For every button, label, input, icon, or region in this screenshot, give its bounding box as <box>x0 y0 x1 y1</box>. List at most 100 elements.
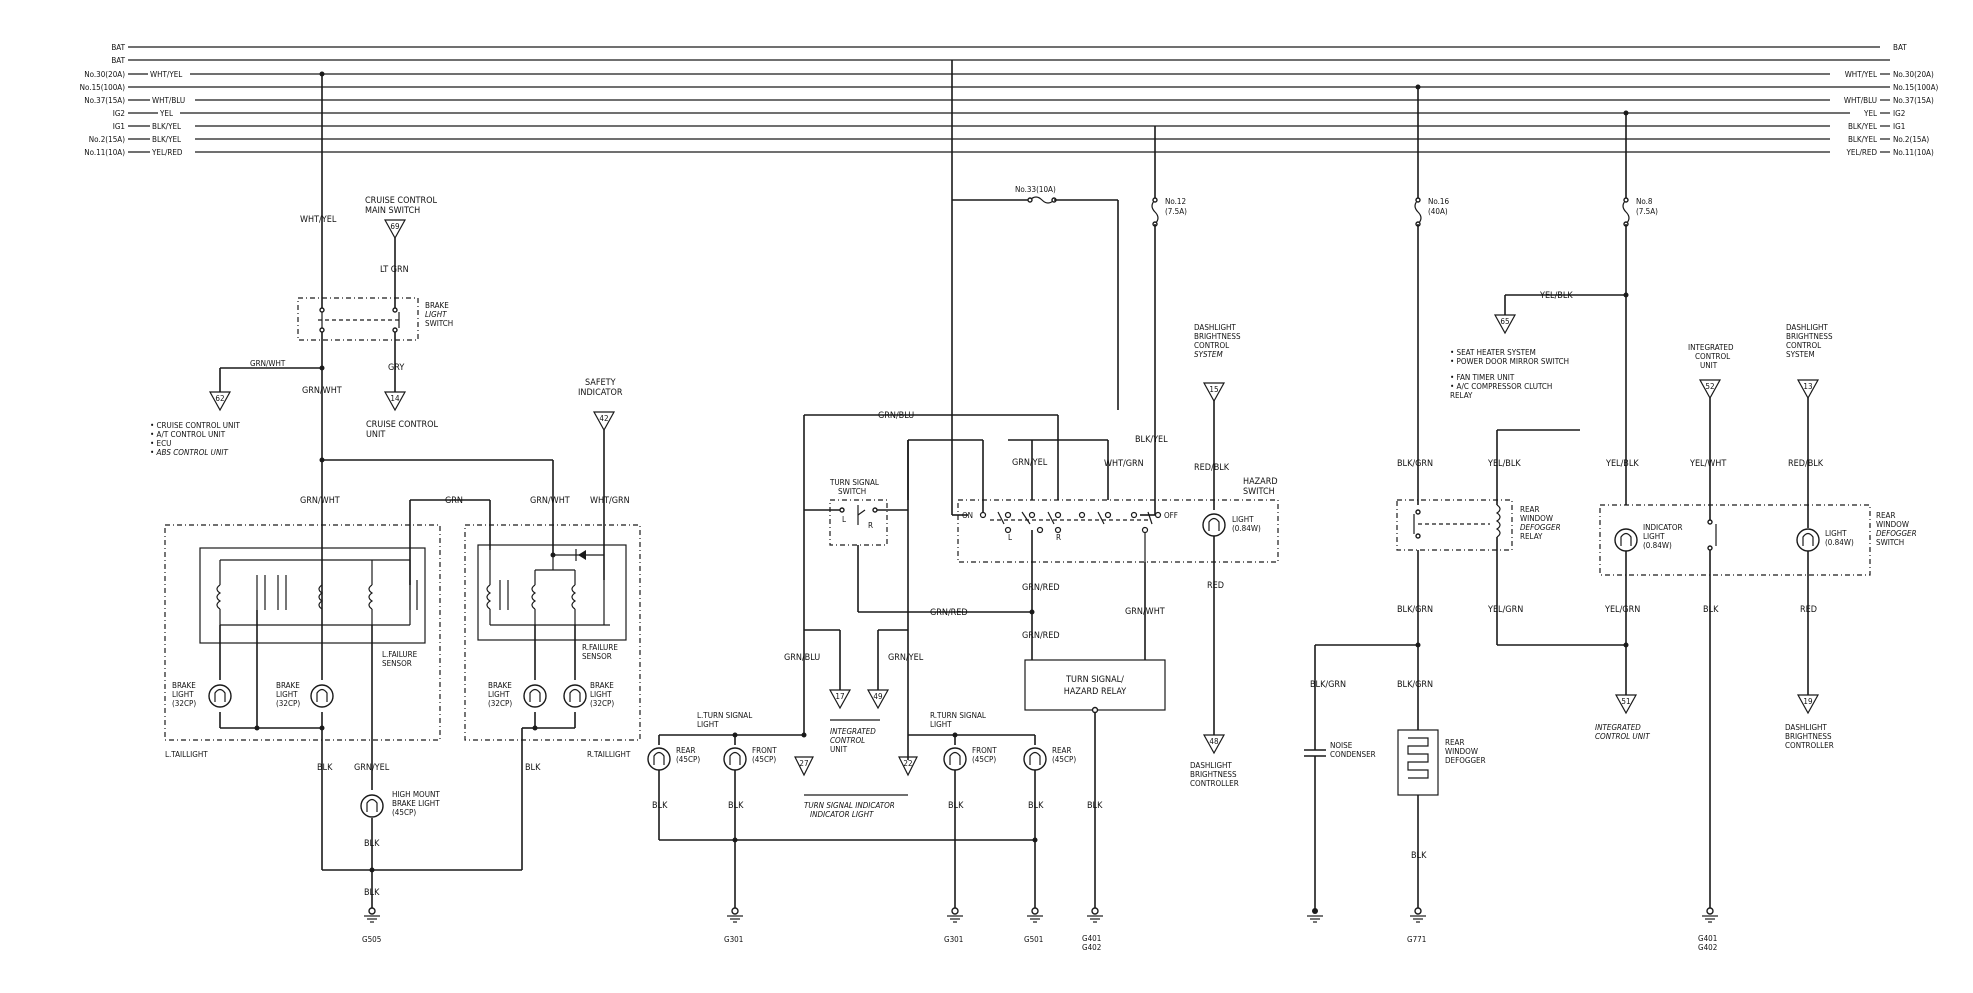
l-rear-label-1: REAR <box>676 746 695 755</box>
dash-ctrl-r-label-3: CONTROLLER <box>1785 741 1834 750</box>
seat-list-2: • POWER DOOR MIRROR SWITCH <box>1450 357 1569 366</box>
integrated-mid-label-3: UNIT <box>830 745 848 754</box>
connector-17: 17 <box>835 692 844 701</box>
wire-label-yelgrn-2: YEL/GRN <box>1604 605 1640 615</box>
wire-label-redblk-1: RED/BLK <box>1194 463 1230 473</box>
wire-label-grnred-2: GRN/RED <box>930 608 968 618</box>
r-brake-light-2: BRAKE LIGHT (32CP) <box>563 681 614 708</box>
left-list-1: • CRUISE CONTROL UNIT <box>150 421 241 430</box>
high-mount-label-2: BRAKE LIGHT <box>392 799 440 808</box>
l-turn-label-2: LIGHT <box>697 720 719 729</box>
wire-label-grn: GRN <box>445 496 463 506</box>
bus-rwire-yel: YEL <box>1863 109 1877 118</box>
bus-label-no11: No.11(10A) <box>84 148 125 157</box>
wire-label-gry: GRY <box>388 363 404 373</box>
rear-defogger-relay <box>1396 499 1513 551</box>
r-brake1-label-3: (32CP) <box>488 699 512 708</box>
bus-label-ig1: IG1 <box>113 122 125 131</box>
wire-label-grnwht-3: GRN/WHT <box>300 496 340 506</box>
l-taillight-box <box>164 524 441 741</box>
brake-switch-label-2: LIGHT <box>425 310 447 319</box>
integrated-bottom-label-2: CONTROL UNIT <box>1595 732 1650 741</box>
wire-label-blkgrn-2: BLK/GRN <box>1397 605 1433 615</box>
rear-relay-label-1: REAR <box>1520 505 1539 514</box>
bus-rlabel-bat: BAT <box>1893 43 1907 52</box>
l-brake1-label-3: (32CP) <box>172 699 196 708</box>
wire-label-whtyel: WHT/YEL <box>300 215 337 225</box>
relay-label-1: TURN SIGNAL/ <box>1065 675 1124 685</box>
ground-label-g402b: G402 <box>1698 943 1717 952</box>
wire-label-whtgrn: WHT/GRN <box>590 496 630 506</box>
turn-hazard-relay <box>1024 659 1166 711</box>
hazard-light-label-1: LIGHT <box>1232 515 1254 524</box>
r-turn-label-1: R.TURN SIGNAL <box>930 711 986 720</box>
hazard-on: ON <box>962 511 973 520</box>
integrated-ctrl-label-3: UNIT <box>1700 361 1718 370</box>
fuse-no12-b: (7.5A) <box>1165 207 1187 216</box>
r-brake2-label-2: LIGHT <box>590 690 612 699</box>
brake-light-switch: BRAKE LIGHT SWITCH <box>297 297 453 341</box>
dash-sys-label-2: BRIGHTNESS <box>1194 332 1241 341</box>
dash-ctrl-label-3: CONTROLLER <box>1190 779 1239 788</box>
rear-switch-label-4: SWITCH <box>1876 538 1904 547</box>
dash-sys-label-4: SYSTEM <box>1194 350 1223 359</box>
l-brake-light-outer: BRAKE LIGHT (32CP) <box>172 681 232 708</box>
hazard-r: R <box>1056 533 1061 542</box>
rear-relay-label-4: RELAY <box>1520 532 1543 541</box>
rear-switch-label-3: DEFOGGER <box>1876 529 1917 538</box>
cruise-unit-label-1: CRUISE CONTROL <box>366 420 438 430</box>
dash-ctrl-label-2: BRIGHTNESS <box>1190 770 1237 779</box>
integrated-mid-label-2: CONTROL <box>830 736 865 745</box>
brake-switch-label-3: SWITCH <box>425 319 453 328</box>
wire-label-blkgrn-3: BLK/GRN <box>1310 680 1346 690</box>
bus-rwire-blkyel-2: BLK/YEL <box>1848 135 1877 144</box>
connector-62: 62 <box>215 394 224 403</box>
ground-label-g501: G501 <box>1024 935 1043 944</box>
l-failure-label-2: SENSOR <box>382 659 412 668</box>
cruise-unit-label-2: UNIT <box>366 430 385 440</box>
turn-signal-switch: TURN SIGNAL SWITCH L R <box>829 478 888 546</box>
ground-label-g401a: G401 <box>1082 934 1101 943</box>
wire-label-blk-5: BLK <box>1087 801 1103 811</box>
bus-wire-whtyel: WHT/YEL <box>150 70 182 79</box>
r-front-turn-light: FRONT (45CP) <box>943 746 997 771</box>
fuse-no16-b: (40A) <box>1428 207 1448 216</box>
r-front-label-1: FRONT <box>972 746 997 755</box>
bus-label-bat: BAT <box>111 43 125 52</box>
wire-label-grnwht-2: GRN/WHT <box>302 386 342 396</box>
high-mount-label-3: (45CP) <box>392 808 416 817</box>
wire-label-grnred-1: GRN/RED <box>1022 583 1060 593</box>
cruise-main-label-1: CRUISE CONTROL <box>365 196 437 206</box>
rear-defogger-label-1: REAR <box>1445 738 1464 747</box>
noise-label-2: CONDENSER <box>1330 750 1376 759</box>
relay-label-2: HAZARD RELAY <box>1064 687 1126 697</box>
bus-label-ig2: IG2 <box>113 109 125 118</box>
high-mount-label-1: HIGH MOUNT <box>392 790 440 799</box>
fan-list-3: RELAY <box>1450 391 1473 400</box>
left-list-3: • ECU <box>150 439 171 448</box>
l-brake1-label-2: LIGHT <box>172 690 194 699</box>
fuse-no33: No.33(10A) <box>1015 185 1056 194</box>
rear-defogger-circuit: No.16 (40A) BLK/GRN No.8 (7.5A) YEL/BLK … <box>1304 87 1917 952</box>
wire-label-red-1: RED <box>1207 581 1224 591</box>
ground-g301-a: G301 <box>724 907 743 944</box>
l-turn-label-1: L.TURN SIGNAL <box>697 711 752 720</box>
wire-label-yelgrn-1: YEL/GRN <box>1487 605 1523 615</box>
hazard-off: OFF <box>1164 511 1178 520</box>
wire-label-grnwht-1: GRN/WHT <box>250 359 286 368</box>
connector-52: 52 <box>1705 382 1714 391</box>
ground-g501: G501 <box>1024 907 1043 944</box>
r-brake1-label-2: LIGHT <box>488 690 510 699</box>
bus-wire-whtblu: WHT/BLU <box>152 96 185 105</box>
power-buses: BAT BAT No.30(20A) No.15(100A) No.37(15A… <box>80 43 1939 157</box>
r-brake1-label-1: BRAKE <box>488 681 512 690</box>
wire-label-grnwht-5: GRN/WHT <box>1125 607 1165 617</box>
wire-label-yelblk-3: YEL/BLK <box>1605 459 1639 469</box>
indicator-light-label-3: (0.84W) <box>1643 541 1672 550</box>
ground-label-g301a: G301 <box>724 935 743 944</box>
l-front-label-2: (45CP) <box>752 755 776 764</box>
defogger-light-label-2: (0.84W) <box>1825 538 1854 547</box>
ground-label-g401b: G401 <box>1698 934 1717 943</box>
ground-g301-b: G301 <box>944 907 963 944</box>
bus-wire-blkyel: BLK/YEL <box>152 122 181 131</box>
